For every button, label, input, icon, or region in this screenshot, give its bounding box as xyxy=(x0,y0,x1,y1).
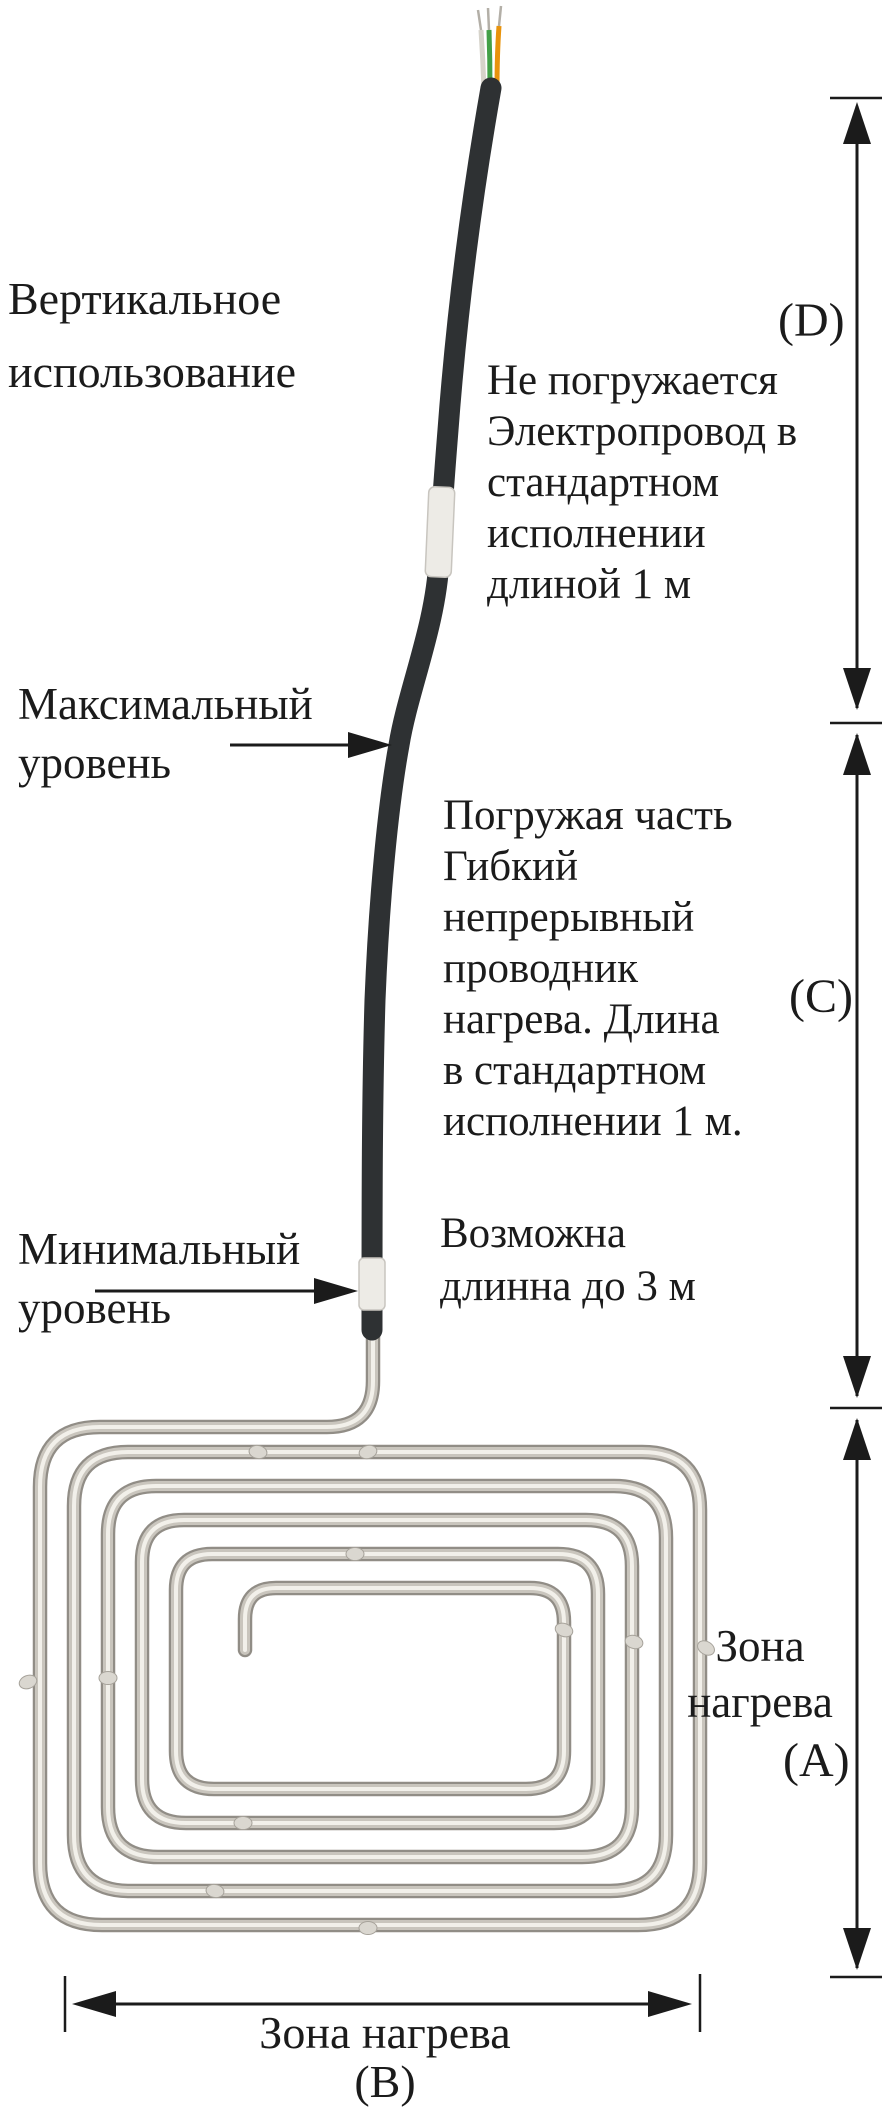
dimension-line-d xyxy=(830,96,882,725)
coil-clips xyxy=(18,1444,715,1935)
orientation-line-1: Вертикальное xyxy=(8,273,282,324)
zone-bottom-line: Зона нагрева xyxy=(259,2007,511,2058)
note-line: Возможна xyxy=(440,1210,627,1257)
dim-d-label: (D) xyxy=(778,294,845,347)
note-line: длинна до 3 м xyxy=(440,1263,696,1310)
dimension-line-c xyxy=(830,733,882,1410)
zone-side-line-1: Зона xyxy=(715,1621,805,1671)
not-submerged-note: Не погружается Электропровод в стандартн… xyxy=(487,355,797,610)
dim-c-label: (C) xyxy=(789,970,853,1023)
heating-zone-side-label: Зона нагрева xyxy=(655,1618,865,1730)
cable-sleeve-lower xyxy=(358,1257,386,1311)
min-level-label: Минимальный уровень xyxy=(18,1220,300,1338)
note-line: в стандартном xyxy=(443,1047,707,1094)
min-level-line-1: Минимальный xyxy=(18,1224,301,1274)
note-line: непрерывный xyxy=(443,894,695,941)
dimension-line-b xyxy=(63,1974,702,2032)
max-level-line-2: уровень xyxy=(18,738,172,788)
zone-side-line-2: нагрева xyxy=(687,1677,833,1727)
heating-zone-bottom-label: Зона нагрева (B) xyxy=(215,2008,555,2106)
note-line: Не погружается xyxy=(487,357,778,404)
orientation-label: Вертикальное использование xyxy=(8,262,296,408)
cable-sleeve-upper xyxy=(424,485,456,579)
note-line: Электропровод в xyxy=(487,408,798,455)
note-line: Погружая часть xyxy=(443,792,733,839)
min-level-arrow xyxy=(95,1278,358,1304)
max-level-line-1: Максимальный xyxy=(18,679,313,729)
immersed-note: Погружая часть Гибкий непрерывный провод… xyxy=(443,790,743,1147)
length-note: Возможна длинна до 3 м xyxy=(440,1207,696,1313)
note-line: исполнении 1 м. xyxy=(443,1098,743,1145)
note-line: стандартном xyxy=(487,459,720,506)
min-level-line-2: уровень xyxy=(18,1283,172,1333)
note-line: нагрева. Длина xyxy=(443,996,720,1043)
max-level-label: Максимальный уровень xyxy=(18,675,313,793)
lead-wires xyxy=(476,5,503,91)
power-cable xyxy=(361,77,502,1341)
note-line: длиной 1 м xyxy=(487,561,692,608)
heating-coil xyxy=(32,1320,708,1933)
orientation-line-2: использование xyxy=(8,346,297,397)
dim-a-label: (A) xyxy=(783,1734,850,1787)
note-line: проводник xyxy=(443,945,639,992)
dim-b-label: (B) xyxy=(354,2056,416,2107)
dimension-line-a xyxy=(830,1418,882,1979)
note-line: Гибкий xyxy=(443,843,579,890)
max-level-arrow xyxy=(230,732,392,758)
note-line: исполнении xyxy=(487,510,706,557)
